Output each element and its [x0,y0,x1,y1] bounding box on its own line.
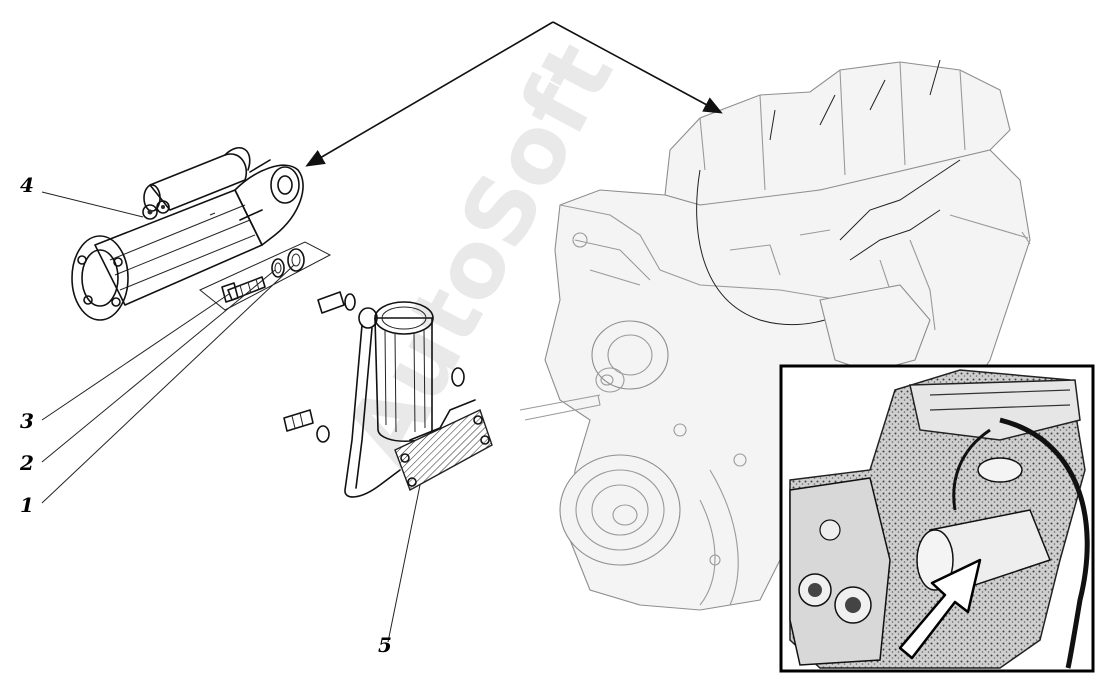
callout-2: 2 [19,451,34,475]
callout-4: 4 [20,173,34,197]
leader-lines [41,191,421,643]
callout-1: 1 [20,493,34,517]
fastener-kit-outline [199,241,332,311]
engine-detail-inset [779,364,1095,673]
oil-filter-bracket-icon [283,291,493,498]
callout-5: 5 [378,633,392,657]
starter-motor-icon [71,147,304,321]
flat-washer-icon [287,248,305,272]
spring-washer-icon [271,258,285,278]
assembly-arrows [305,21,723,167]
callout-3: 3 [20,409,34,433]
